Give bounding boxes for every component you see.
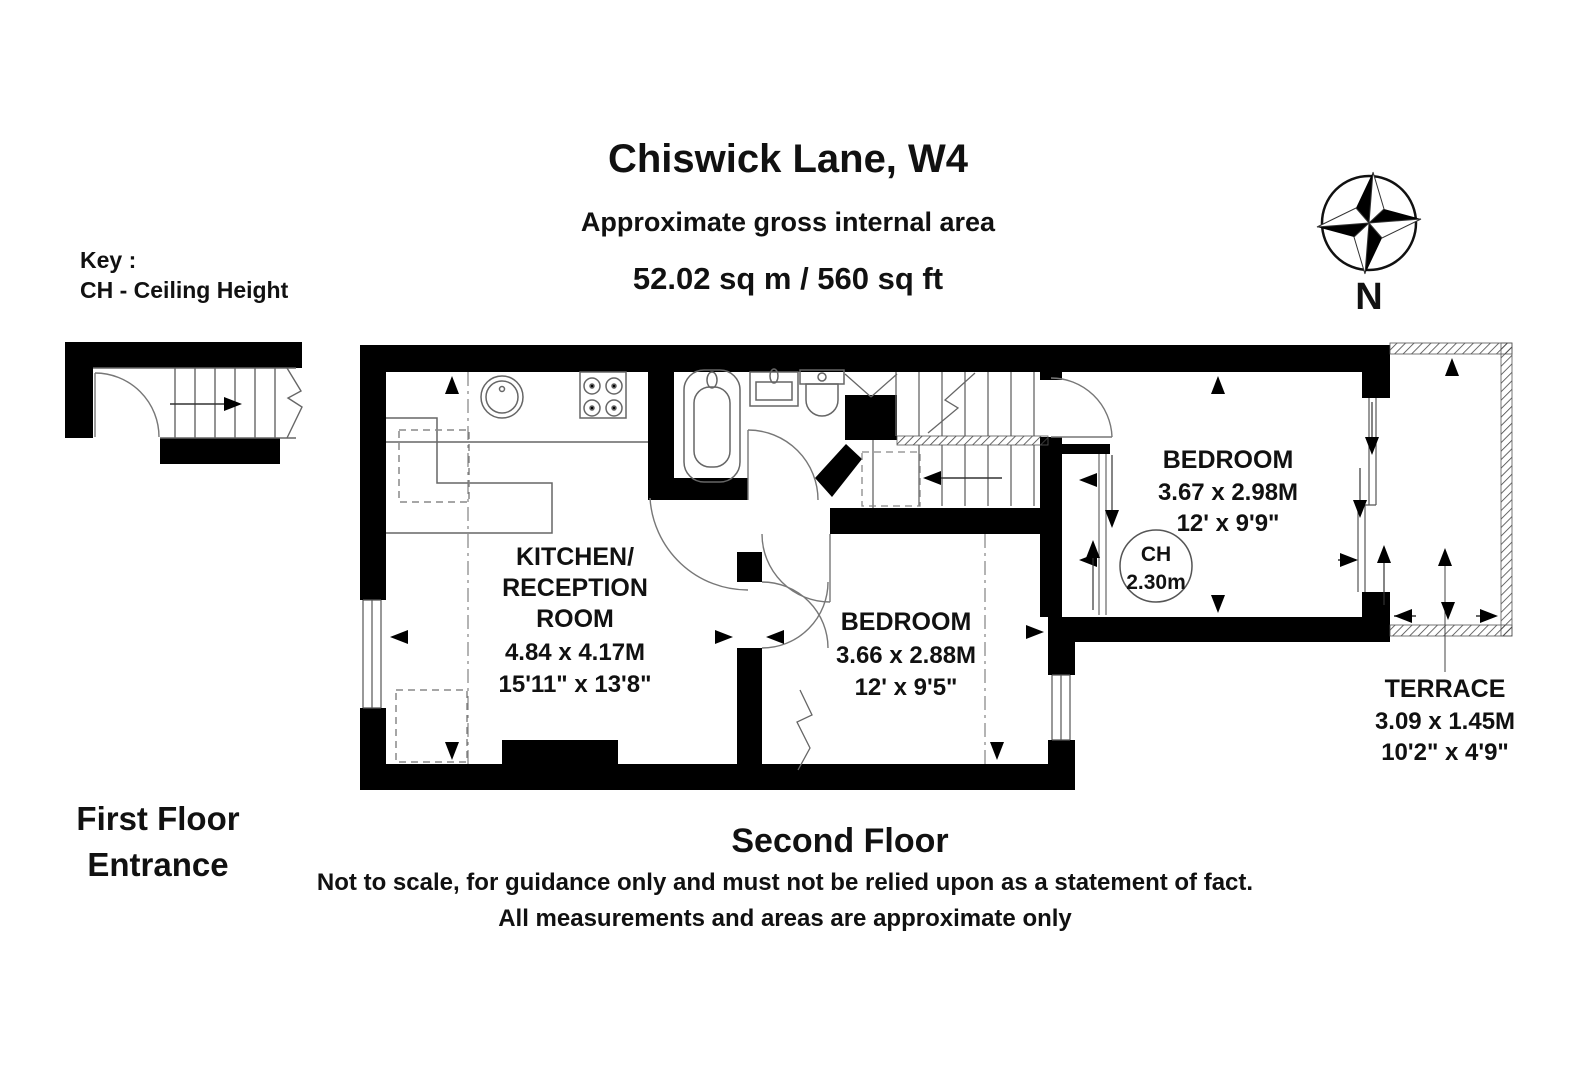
wardrobe-slide-arrows bbox=[1086, 455, 1119, 610]
kitchen-name-line2: RECEPTION bbox=[502, 574, 648, 602]
left-wall-window bbox=[362, 599, 382, 709]
second-floor-plan: KITCHEN/ RECEPTION ROOM 4.84 x 4.17M 15'… bbox=[360, 342, 1516, 790]
right-corner-top bbox=[1362, 345, 1390, 398]
bedroom1-dims-imperial: 12' x 9'5" bbox=[855, 674, 958, 701]
arrow-kitchen-down bbox=[445, 742, 459, 760]
kitchen-dims-metric: 4.84 x 4.17M bbox=[505, 639, 645, 666]
kitchen-bedroom1-wall-upper bbox=[737, 552, 762, 582]
kitchen-bedroom1-wall-lower bbox=[737, 648, 762, 764]
bathroom-fixtures bbox=[683, 368, 845, 483]
terrace-arrows bbox=[1394, 358, 1498, 623]
bathroom-door bbox=[747, 429, 819, 501]
bedroom2-name: BEDROOM bbox=[1163, 446, 1294, 474]
wardrobe-stub bbox=[1062, 444, 1110, 454]
stairs bbox=[844, 372, 1035, 508]
basin-icon bbox=[749, 368, 799, 407]
key-heading: Key : bbox=[80, 247, 136, 273]
right-corner-bottom bbox=[1362, 592, 1390, 642]
compass-north-label: N bbox=[1355, 276, 1382, 318]
arrow-kitchen-up bbox=[445, 376, 459, 394]
bedroom2-dims-imperial: 12' x 9'9" bbox=[1177, 510, 1280, 537]
terrace-dims-imperial: 10'2" x 4'9" bbox=[1381, 739, 1509, 766]
appliance-dashed-2 bbox=[395, 689, 468, 763]
bedroom2-dims-metric: 3.67 x 2.98M bbox=[1158, 479, 1298, 506]
arrow-bedroom2-right bbox=[1338, 553, 1358, 567]
hall-door-arc bbox=[649, 497, 749, 591]
bedroom1-window bbox=[1051, 674, 1071, 741]
ff-left-wall bbox=[65, 342, 93, 438]
arrow-bedroom1-left bbox=[766, 630, 784, 644]
ff-entrance-door bbox=[94, 372, 160, 438]
toilet-icon bbox=[799, 369, 845, 417]
bedroom1-hall-door bbox=[761, 581, 829, 649]
ceiling-height-circle bbox=[1119, 529, 1193, 603]
bedroom2-wardrobe bbox=[1098, 454, 1107, 615]
arrow-bedroom1-down bbox=[990, 742, 1004, 760]
bedroom1-top-wall bbox=[830, 508, 1048, 534]
hob-icon bbox=[579, 371, 627, 419]
ff-stairs-direction-arrow bbox=[170, 397, 242, 411]
terrace-boundary bbox=[1389, 342, 1513, 637]
second-floor-label: Second Floor bbox=[731, 822, 948, 860]
arrow-kitchen-right bbox=[715, 630, 733, 644]
ff-bottom-wall bbox=[160, 438, 280, 464]
terrace-name: TERRACE bbox=[1385, 675, 1506, 703]
ff-stairs bbox=[93, 367, 303, 439]
ceiling-height-line1: CH bbox=[1141, 543, 1171, 566]
sink-icon bbox=[480, 375, 524, 419]
stairs-hatched-strip bbox=[896, 435, 1049, 446]
first-floor-label-line2: Entrance bbox=[87, 846, 228, 883]
ceiling-height-line2: 2.30m bbox=[1126, 571, 1186, 594]
kitchen-dims-imperial: 15'11" x 13'8" bbox=[499, 671, 652, 698]
kitchen-name-line3: ROOM bbox=[536, 605, 614, 633]
page-subtitle: Approximate gross internal area bbox=[581, 207, 996, 237]
dimension-arrows bbox=[390, 358, 1498, 760]
arrow-kitchen-left bbox=[390, 630, 408, 644]
page-title: Chiswick Lane, W4 bbox=[608, 137, 969, 181]
bedroom1-break-line bbox=[796, 689, 813, 771]
chimney-breast bbox=[502, 740, 618, 764]
kitchen-name-line1: KITCHEN/ bbox=[516, 543, 634, 571]
bathroom-stairs-wall bbox=[845, 395, 897, 440]
ff-break-line bbox=[286, 367, 303, 439]
kitchen-fixtures bbox=[386, 371, 648, 764]
sliding-door-arrows bbox=[1353, 402, 1391, 605]
arrow-bedroom2-up bbox=[1211, 376, 1225, 394]
compass-rose-icon bbox=[1316, 171, 1422, 275]
counter-peninsula bbox=[386, 417, 553, 534]
bathroom-bottom-wall bbox=[648, 478, 748, 500]
terrace-dims-metric: 3.09 x 1.45M bbox=[1375, 708, 1515, 735]
terrace-sliding-doors bbox=[1357, 398, 1377, 592]
landing-dashed-square bbox=[861, 451, 921, 507]
bedroom1-dims-metric: 3.66 x 2.88M bbox=[836, 642, 976, 669]
arrow-bedroom2-left-a bbox=[1079, 473, 1097, 487]
bathtub-icon bbox=[683, 369, 741, 483]
key-ceiling-height: CH - Ceiling Height bbox=[80, 277, 289, 303]
doors bbox=[649, 377, 1113, 649]
bathroom-angled-wall bbox=[815, 444, 862, 497]
disclaimer-line1: Not to scale, for guidance only and must… bbox=[317, 869, 1253, 896]
terrace-leader-line bbox=[1438, 548, 1452, 672]
kitchen-bathroom-wall bbox=[648, 345, 674, 495]
ff-top-wall bbox=[65, 342, 302, 368]
first-floor-plan bbox=[65, 342, 303, 464]
walls bbox=[360, 345, 1390, 790]
appliance-dashed-1 bbox=[398, 429, 470, 503]
bedroom1-door bbox=[761, 533, 831, 603]
stairs-break-line bbox=[927, 372, 976, 434]
bedroom2-left-wall bbox=[1040, 437, 1062, 617]
arrow-bedroom1-right bbox=[1026, 625, 1044, 639]
bedroom1-name: BEDROOM bbox=[841, 608, 972, 636]
bedroom2-bottom-wall bbox=[1048, 617, 1390, 642]
arrow-bedroom2-down bbox=[1211, 595, 1225, 613]
room-labels: KITCHEN/ RECEPTION ROOM 4.84 x 4.17M 15'… bbox=[499, 446, 1516, 766]
first-floor-label-line1: First Floor bbox=[76, 800, 239, 837]
arrow-stairs-left bbox=[923, 471, 1002, 485]
gross-internal-area: 52.02 sq m / 560 sq ft bbox=[633, 261, 943, 296]
disclaimer-line2: All measurements and areas are approxima… bbox=[498, 905, 1072, 932]
bedroom2-door bbox=[1050, 377, 1113, 438]
